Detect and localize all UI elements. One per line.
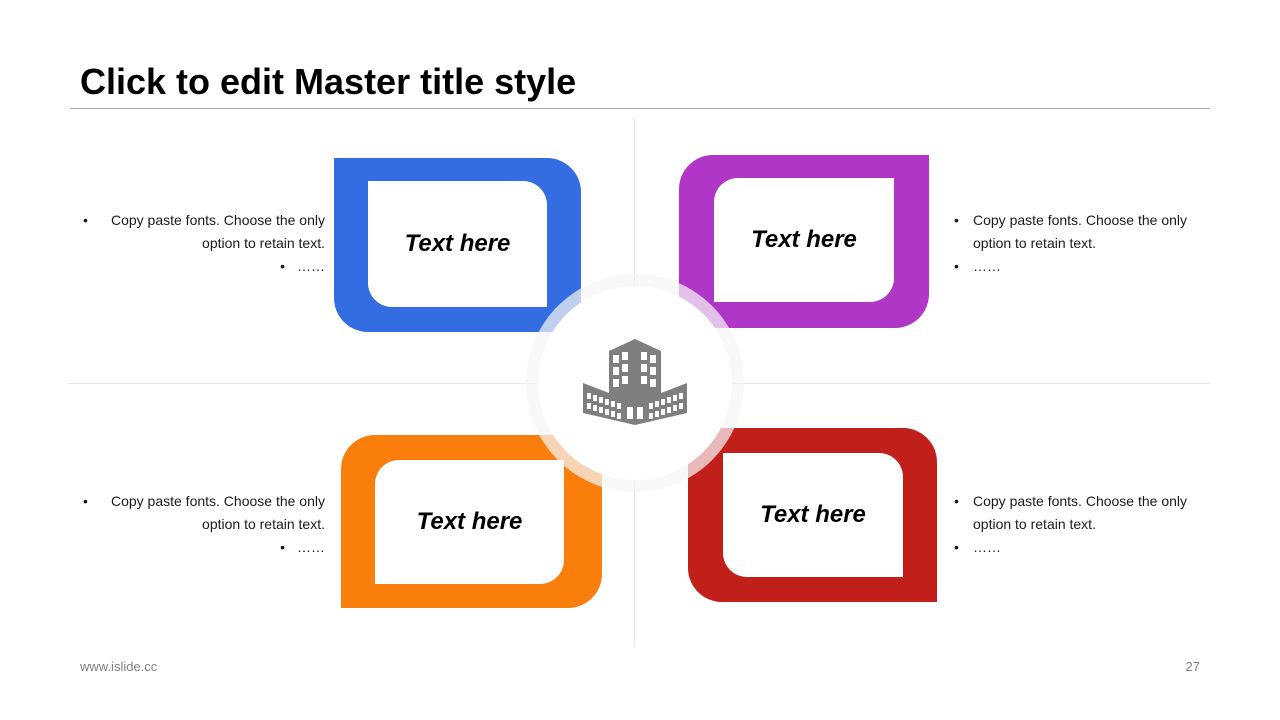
list-item: •…… (954, 539, 1001, 555)
bullet-list-bottom-left[interactable]: •Copy paste fonts. Choose the only optio… (77, 490, 325, 559)
bullet-list-top-right[interactable]: •Copy paste fonts. Choose the only optio… (954, 209, 1214, 278)
card-top-right-textbox[interactable]: Text here (714, 178, 894, 302)
card-bottom-left[interactable]: Text here (341, 435, 602, 608)
card-bottom-right-textbox[interactable]: Text here (723, 453, 903, 577)
card-top-left-textbox[interactable]: Text here (368, 181, 547, 307)
list-item: •…… (954, 258, 1001, 274)
center-circle[interactable] (538, 286, 732, 480)
card-bottom-right[interactable]: Text here (688, 428, 937, 602)
list-item: option to retain text. (973, 516, 1096, 532)
list-item: option to retain text. (202, 235, 325, 251)
bullet-list-bottom-right[interactable]: •Copy paste fonts. Choose the only optio… (954, 490, 1214, 559)
list-item: •Copy paste fonts. Choose the only (83, 493, 325, 509)
card-top-right-label: Text here (751, 226, 857, 253)
bullet-list-top-left[interactable]: •Copy paste fonts. Choose the only optio… (77, 209, 325, 278)
list-item: option to retain text. (202, 516, 325, 532)
card-bottom-right-label: Text here (760, 501, 866, 528)
card-bottom-left-label: Text here (416, 508, 523, 535)
title-underline (70, 108, 1210, 109)
page-number: 27 (1185, 659, 1200, 674)
list-item: •…… (280, 539, 325, 555)
card-top-right[interactable]: Text here (679, 155, 929, 328)
card-top-left[interactable]: Text here (334, 158, 581, 332)
slide-title[interactable]: Click to edit Master title style (80, 61, 577, 102)
list-item: •Copy paste fonts. Choose the only (83, 212, 325, 228)
list-item: •Copy paste fonts. Choose the only (954, 493, 1188, 509)
card-top-left-label: Text here (404, 230, 511, 257)
card-bottom-left-textbox[interactable]: Text here (375, 460, 564, 584)
building-icon (583, 339, 687, 425)
list-item: •Copy paste fonts. Choose the only (954, 212, 1188, 228)
footer-url: www.islide.cc (80, 659, 158, 674)
list-item: •…… (280, 258, 325, 274)
list-item: option to retain text. (973, 235, 1096, 251)
